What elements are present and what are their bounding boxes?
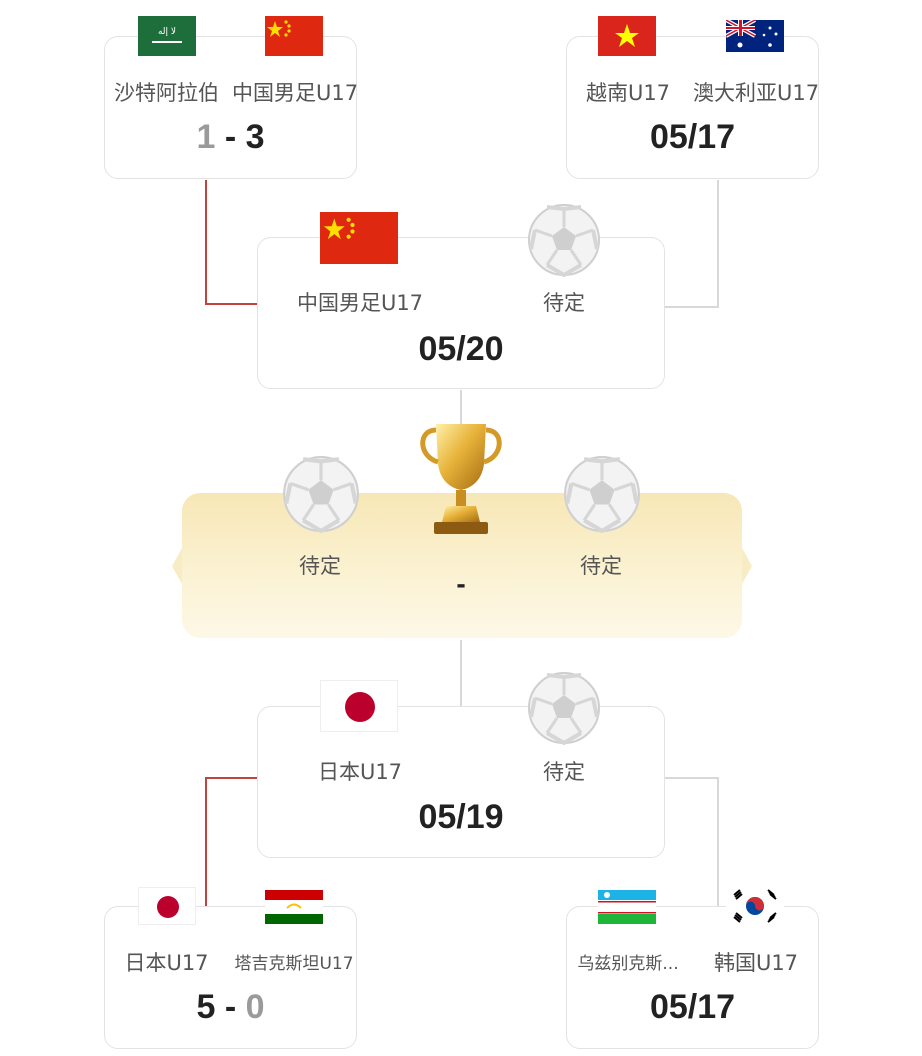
match-date: 05/19 [418,798,504,836]
match-card-qf1[interactable] [104,36,357,179]
svg-text:ﻻ إله: ﻻ إله [158,27,176,37]
score-sep: - [215,988,246,1026]
match-date: 05/17 [649,118,736,156]
team-name: 待定 [543,291,585,315]
team-name: 待定 [580,554,622,578]
flag-china-icon [320,212,398,264]
trophy-icon [420,424,502,534]
team-name: 越南U17 [585,81,671,105]
team-name: 待定 [543,760,585,784]
final-score: - [456,568,466,599]
soccer-ball-icon [528,204,600,277]
score-b: 3 [245,118,265,156]
winner-line-qf1-v [205,180,207,304]
team-name: 日本U17 [317,760,403,784]
flag-vietnam-icon [598,16,656,56]
line-qf2-v [717,180,719,308]
winner-line-qf3-h [205,777,259,779]
match-card-qf3[interactable] [104,906,357,1049]
flag-tajikistan-icon [265,890,323,924]
team-name: 日本U17 [124,951,209,975]
flag-saudi-arabia-icon: ﻻ إله [138,16,196,56]
team-name: 待定 [299,554,341,578]
flag-australia-icon [726,20,784,52]
soccer-ball-icon [564,456,640,533]
score-b: 0 [245,988,265,1026]
winner-line-qf3-v [205,777,207,907]
line-sf1-final [460,390,462,430]
winner-line-qf1-h [205,303,259,305]
score-sep: - [215,118,246,156]
score-a: 1 [196,118,216,156]
line-final-sf2 [460,640,462,706]
flag-south-korea-icon [726,887,784,925]
line-qf4-h [665,777,719,779]
soccer-ball-icon [528,672,600,745]
team-name: 塔吉克斯坦U17 [234,954,354,974]
flag-japan-icon [138,887,196,925]
match-card-qf4[interactable] [566,906,819,1049]
line-qf2-h [665,306,719,308]
team-name: 澳大利亚U17 [693,81,820,105]
match-date: 05/17 [649,988,736,1026]
match-date: 05/20 [418,330,504,368]
line-qf4-v [717,777,719,907]
match-card-qf2[interactable] [566,36,819,179]
flag-china-icon [265,16,323,56]
score-a: 5 [196,988,216,1026]
flag-uzbekistan-icon [598,890,656,924]
team-name: 韩国U17 [713,951,799,975]
team-name: 中国男足U17 [232,81,359,105]
team-name: 沙特阿拉伯 [114,81,219,105]
team-name: 中国男足U17 [296,291,424,315]
flag-japan-icon [320,680,398,732]
team-name: 乌兹别克斯... [577,954,679,974]
match-score: 1 - 3 [104,118,357,157]
match-score: 5 - 0 [104,988,357,1027]
soccer-ball-icon [283,456,359,533]
